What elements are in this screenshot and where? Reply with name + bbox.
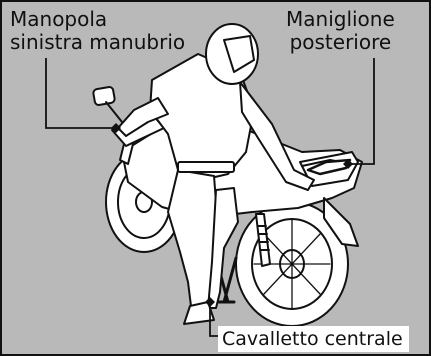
center-stand-label: Cavalletto centrale [218, 326, 409, 352]
label-line: sinistra manubrio [10, 31, 185, 54]
label-line: Manopola [10, 8, 185, 31]
helmet [206, 24, 258, 84]
label-line: Maniglione [286, 8, 395, 31]
rear-grab-rail-label: Maniglione posteriore [286, 8, 395, 54]
motorcycle-illustration [2, 2, 429, 354]
label-line: posteriore [286, 31, 395, 54]
left-handlebar-grip-label: Manopola sinistra manubrio [10, 8, 185, 54]
